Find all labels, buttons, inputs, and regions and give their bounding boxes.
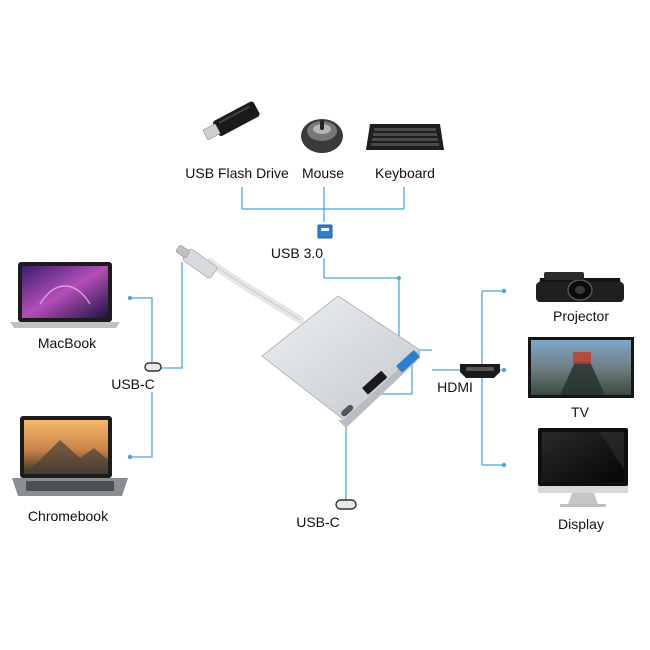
line-macbook <box>130 297 153 362</box>
display-icon <box>538 428 628 507</box>
usbc-port-left-icon <box>144 362 162 372</box>
usb3-port-icon <box>317 224 333 239</box>
adapter-hdmi-port <box>362 371 387 395</box>
usbc-left-label: USB-C <box>111 376 155 392</box>
hdmi-port-icon <box>460 364 500 378</box>
chromebook-icon <box>12 416 128 496</box>
tv-icon <box>528 337 634 398</box>
mouse-icon <box>301 119 343 153</box>
line-chromebook <box>130 392 153 458</box>
line-adapter-to-hdmi <box>368 349 432 395</box>
usb-flash-drive-icon <box>202 101 260 140</box>
line-usb3-to-adapter <box>323 258 400 350</box>
chromebook-label: Chromebook <box>27 508 109 524</box>
macbook-icon <box>10 262 120 328</box>
adapter-usb3-port <box>396 350 420 373</box>
adapter-cable <box>175 245 304 324</box>
line-usbc-to-cable <box>160 262 183 369</box>
usbc-port-bottom-icon <box>335 499 357 510</box>
usb-flash-drive-label: USB Flash Drive <box>185 165 289 181</box>
hdmi-label: HDMI <box>437 379 473 395</box>
tv-label: TV <box>571 404 589 420</box>
macbook-label: MacBook <box>37 335 97 351</box>
keyboard-label: Keyboard <box>375 165 435 181</box>
projector-icon <box>536 272 624 302</box>
mouse-label: Mouse <box>301 165 345 181</box>
usb3-label: USB 3.0 <box>270 245 324 261</box>
display-label: Display <box>558 516 604 532</box>
keyboard-icon <box>366 124 444 150</box>
usbc-bottom-label: USB-C <box>296 514 340 530</box>
usb-c-hub-adapter <box>261 295 421 428</box>
adapter-usbc-port <box>341 404 354 417</box>
projector-label: Projector <box>552 308 610 324</box>
